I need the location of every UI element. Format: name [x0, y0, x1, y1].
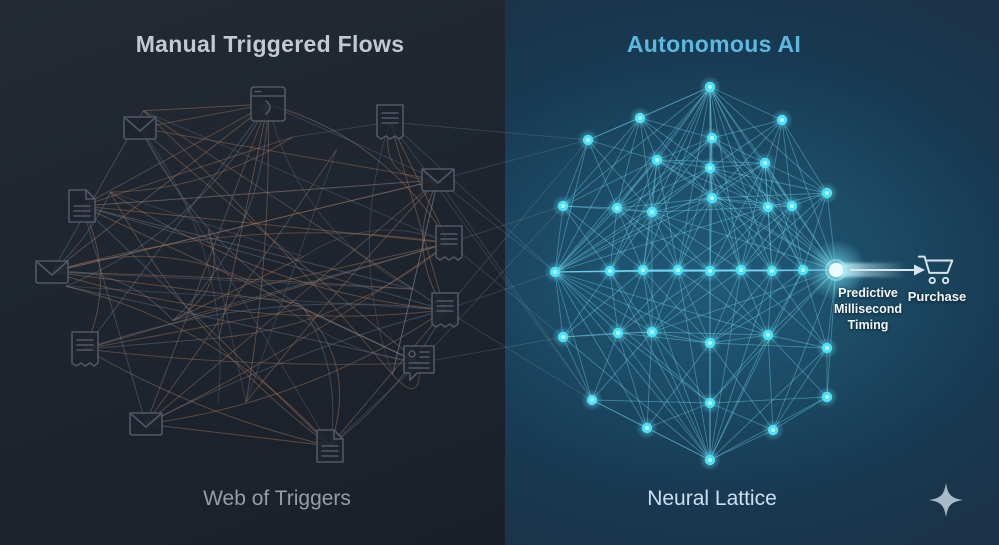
envelope-icon: [35, 260, 69, 284]
right-panel-caption: Neural Lattice: [647, 487, 777, 510]
shopping-cart-icon: [917, 255, 954, 285]
receipt-icon: [435, 225, 463, 261]
left-panel-title: Manual Triggered Flows: [135, 31, 405, 57]
chat-note-icon: [403, 345, 435, 381]
browser-icon: [250, 86, 286, 122]
envelope-icon: [421, 168, 455, 192]
left-panel-caption: Web of Triggers: [203, 487, 351, 510]
receipt-icon: [71, 331, 99, 367]
timing-line-3: Timing: [847, 318, 889, 332]
document-icon: [316, 429, 344, 463]
receipt-icon: [431, 292, 459, 328]
envelope-icon: [123, 116, 157, 140]
timing-line-2: Millisecond: [833, 302, 903, 316]
sparkle-icon: [929, 483, 963, 517]
document-icon: [68, 189, 96, 223]
receipt-icon: [376, 104, 404, 140]
timing-line-1: Predictive: [838, 286, 898, 300]
purchase-label: Purchase: [907, 289, 967, 304]
envelope-icon: [129, 412, 163, 436]
right-panel-title: Autonomous AI: [626, 31, 802, 57]
predictive-timing-label: Predictive Millisecond Timing: [818, 285, 918, 333]
